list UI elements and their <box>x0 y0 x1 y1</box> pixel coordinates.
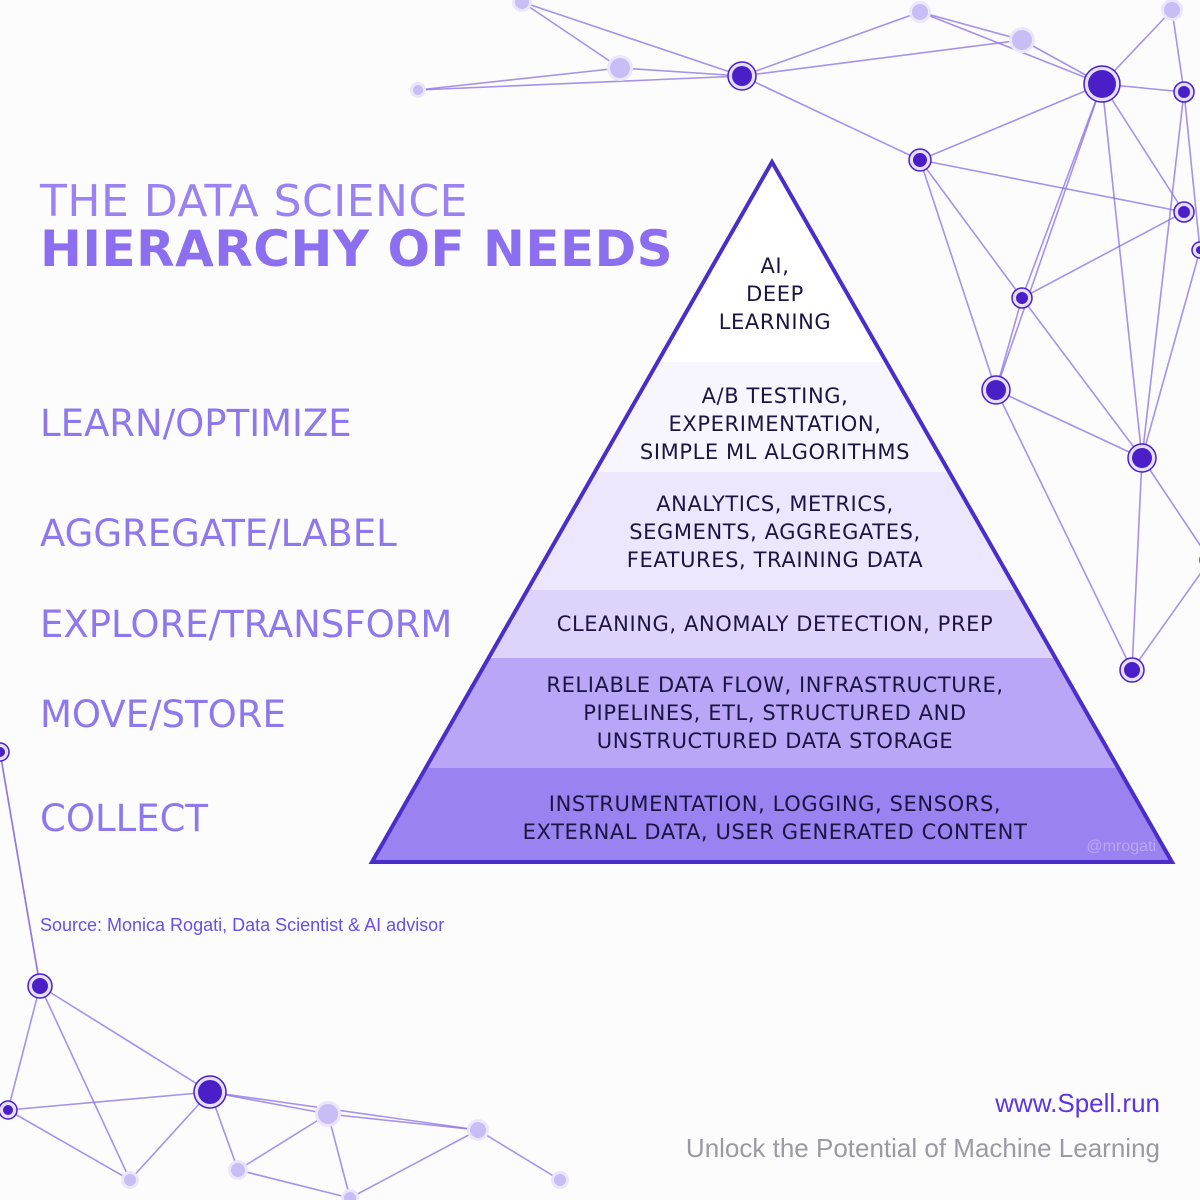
layer-2-line-2: EXPERIMENTATION, <box>668 412 882 436</box>
stage-explore-transform: EXPLORE/TRANSFORM <box>40 603 453 646</box>
layer-5-line-1: RELIABLE DATA FLOW, INFRASTRUCTURE, <box>546 673 1004 697</box>
layer-3-line-1: ANALYTICS, METRICS, <box>656 492 894 516</box>
layer-6-line-2: EXTERNAL DATA, USER GENERATED CONTENT <box>522 820 1028 844</box>
stage-aggregate-label: AGGREGATE/LABEL <box>40 512 397 555</box>
title-line-2: HIERARCHY OF NEEDS <box>40 220 674 278</box>
stage-collect: COLLECT <box>40 797 208 840</box>
pyramid-layer-2 <box>594 362 950 472</box>
title-line-1: THE DATA SCIENCE <box>40 176 468 227</box>
layer-1-line-3: LEARNING <box>718 310 832 334</box>
pyramid-layer-3-text: ANALYTICS, METRICS, SEGMENTS, AGGREGATES… <box>380 490 1170 574</box>
author-credit: @mrogati <box>1086 838 1156 855</box>
layer-6-line-1: INSTRUMENTATION, LOGGING, SENSORS, <box>548 792 1002 816</box>
layer-3-line-2: SEGMENTS, AGGREGATES, <box>629 520 921 544</box>
pyramid-layer-2-text: A/B TESTING, EXPERIMENTATION, SIMPLE ML … <box>380 382 1170 466</box>
source-note: Source: Monica Rogati, Data Scientist & … <box>40 915 445 935</box>
stage-move-store: MOVE/STORE <box>40 693 286 736</box>
website-link[interactable]: www.Spell.run <box>995 1088 1160 1118</box>
pyramid-layer-4-text: CLEANING, ANOMALY DETECTION, PREP <box>380 610 1170 638</box>
layer-5-line-2: PIPELINES, ETL, STRUCTURED AND <box>583 701 967 725</box>
layer-3-line-3: FEATURES, TRAINING DATA <box>626 548 924 572</box>
layer-1-line-2: DEEP <box>746 282 804 306</box>
pyramid-layer-6-text: INSTRUMENTATION, LOGGING, SENSORS, EXTER… <box>380 790 1170 846</box>
stage-learn-optimize: LEARN/OPTIMIZE <box>40 402 352 445</box>
layer-5-line-3: UNSTRUCTURED DATA STORAGE <box>596 729 954 753</box>
pyramid-layer-1-text: AI, DEEP LEARNING <box>380 252 1170 336</box>
pyramid-layer-3 <box>527 472 1017 590</box>
layer-4-line-1: CLEANING, ANOMALY DETECTION, PREP <box>556 612 994 636</box>
pyramid-layer-5-text: RELIABLE DATA FLOW, INFRASTRUCTURE, PIPE… <box>380 671 1170 755</box>
pyramid-layer-1 <box>657 162 887 362</box>
pyramid-outline <box>368 157 1176 864</box>
tagline: Unlock the Potential of Machine Learning <box>685 1133 1160 1163</box>
pyramid-layer-4 <box>488 590 1056 658</box>
pyramid-layer-5 <box>425 658 1119 768</box>
layer-1-line-1: AI, <box>760 254 790 278</box>
pyramid-layer-6 <box>372 768 1172 862</box>
layer-2-line-3: SIMPLE ML ALGORITHMS <box>639 440 911 464</box>
layer-2-line-1: A/B TESTING, <box>701 384 849 408</box>
